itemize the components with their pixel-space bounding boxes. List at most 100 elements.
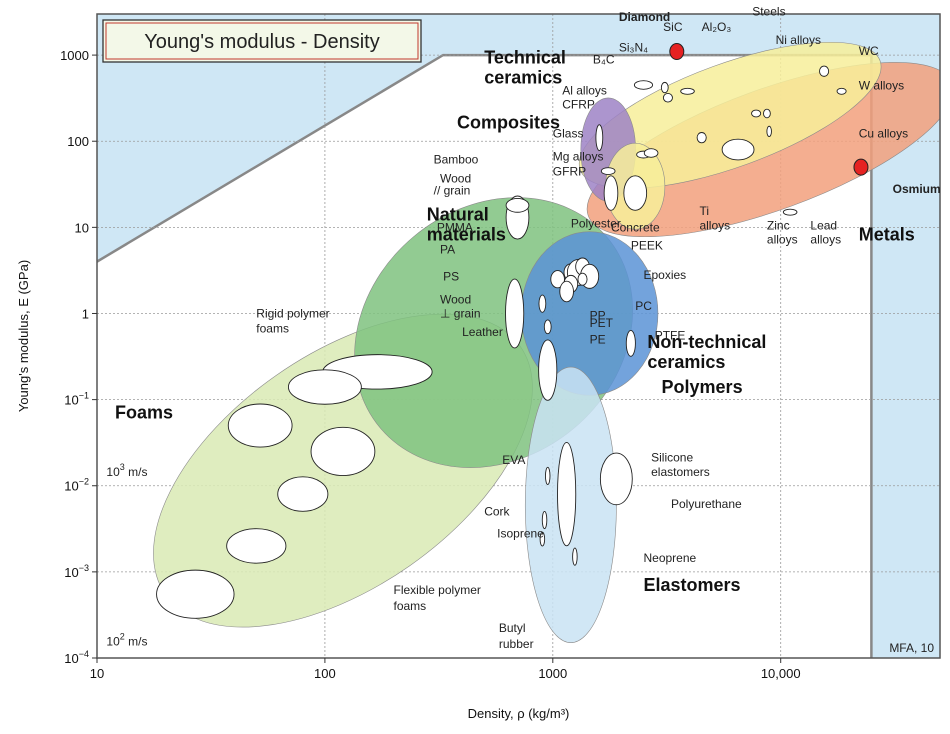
material-label: Cu alloys <box>859 127 908 141</box>
chart-title: Young's modulus - Density <box>144 31 379 53</box>
material-label: alloys <box>699 218 730 232</box>
material-label: Epoxies <box>643 268 686 282</box>
material-bubble <box>721 138 755 161</box>
material-label: Al₂O₃ <box>702 20 732 34</box>
credit-label: MFA, 10 <box>889 641 934 655</box>
material-bubble <box>680 87 695 95</box>
material-bubble <box>544 466 551 485</box>
material-label: Al alloys <box>562 83 607 97</box>
material-label: Flexible polymer <box>394 583 481 597</box>
highlighted-point <box>669 43 685 61</box>
title-box <box>102 19 422 63</box>
material-label: B₄C <box>593 52 615 66</box>
material-label: Leather <box>462 325 503 339</box>
family-label: Metals <box>859 225 915 245</box>
material-bubble <box>505 198 530 213</box>
material-label: Mg alloys <box>553 149 604 163</box>
material-bubble <box>662 92 673 103</box>
material-label: foams <box>394 599 427 613</box>
wave-speed-label: 102 m/s <box>106 631 147 648</box>
material-label: Lead <box>810 218 837 232</box>
material-label: PE <box>590 332 606 346</box>
material-label: Butyl <box>499 621 526 635</box>
boundary-band-fill <box>97 14 940 658</box>
family-label: Non-technical <box>647 332 766 352</box>
material-label: PEEK <box>631 239 663 253</box>
material-label: EVA <box>502 453 525 467</box>
material-bubble <box>559 280 574 303</box>
material-bubbles <box>156 65 847 619</box>
material-bubble <box>600 167 616 175</box>
family-label: Technical <box>484 47 566 67</box>
material-label: Steels <box>752 4 785 18</box>
material-label: foams <box>256 322 289 336</box>
y-tick-label: 10−3 <box>64 563 89 580</box>
title-box-inner <box>105 22 419 60</box>
y-tick-label: 10−1 <box>64 391 89 408</box>
y-tick-label: 10−2 <box>64 477 89 494</box>
material-label: Cork <box>484 505 510 519</box>
family-label: Natural <box>427 205 489 225</box>
material-label: Si₃N₄ <box>619 41 648 55</box>
x-tick-label: 10 <box>90 666 104 681</box>
wave-speed-label: 103 m/s <box>106 462 147 479</box>
material-label: elastomers <box>651 465 710 479</box>
material-bubble <box>623 175 648 211</box>
material-label: SiC <box>663 20 683 34</box>
material-bubble <box>763 108 771 119</box>
material-label: Wood <box>440 172 471 186</box>
material-bubble <box>625 329 636 357</box>
material-bubble <box>572 547 578 566</box>
material-label: PA <box>440 242 455 256</box>
material-bubble <box>538 339 558 401</box>
material-bubble <box>819 65 830 77</box>
material-label: CFRP <box>562 97 595 111</box>
material-label: alloys <box>767 232 798 246</box>
highlighted-point <box>853 158 869 176</box>
family-label: Composites <box>457 113 560 133</box>
material-bubble <box>633 80 654 90</box>
x-tick-label: 10,000 <box>761 666 801 681</box>
material-label: Diamond <box>619 10 670 24</box>
material-label: PP <box>590 309 606 323</box>
material-bubble <box>541 510 548 530</box>
material-label: Zinc <box>767 218 790 232</box>
material-label: rubber <box>499 637 534 651</box>
material-bubble <box>696 132 707 144</box>
material-label: ⊥ grain <box>440 306 480 320</box>
material-bubble <box>277 476 329 512</box>
material-label: PMMA <box>437 220 473 234</box>
material-label: // grain <box>434 184 471 198</box>
material-bubble <box>751 109 762 118</box>
material-bubble <box>782 208 798 216</box>
material-bubble <box>156 569 235 619</box>
family-label: materials <box>427 225 506 245</box>
family-label: ceramics <box>484 67 562 87</box>
material-label: Osmium <box>893 182 941 196</box>
x-tick-label: 1000 <box>538 666 567 681</box>
material-bubble <box>550 270 565 289</box>
y-tick-label: 100 <box>67 134 89 149</box>
material-bubble <box>227 403 293 448</box>
material-bubble <box>287 369 362 405</box>
material-bubble <box>599 452 633 506</box>
material-label: Wood <box>440 293 471 307</box>
material-label: Polyurethane <box>671 497 742 511</box>
material-label: Polyester <box>571 216 621 230</box>
material-label: Isoprene <box>497 527 544 541</box>
material-label: PC <box>635 299 652 313</box>
material-label: Bamboo <box>434 153 479 167</box>
y-tick-label: 10−4 <box>64 649 89 666</box>
material-label: Ti <box>699 204 709 218</box>
material-label: WC <box>859 44 879 58</box>
family-label: ceramics <box>647 352 725 372</box>
material-label: GFRP <box>553 164 586 178</box>
material-bubble <box>595 124 604 152</box>
material-label: PTFE <box>655 328 686 342</box>
family-label: Elastomers <box>643 575 740 595</box>
material-bubble <box>539 531 546 547</box>
material-bubble <box>310 426 376 477</box>
family-label: Polymers <box>662 377 743 397</box>
material-label: alloys <box>810 232 841 246</box>
